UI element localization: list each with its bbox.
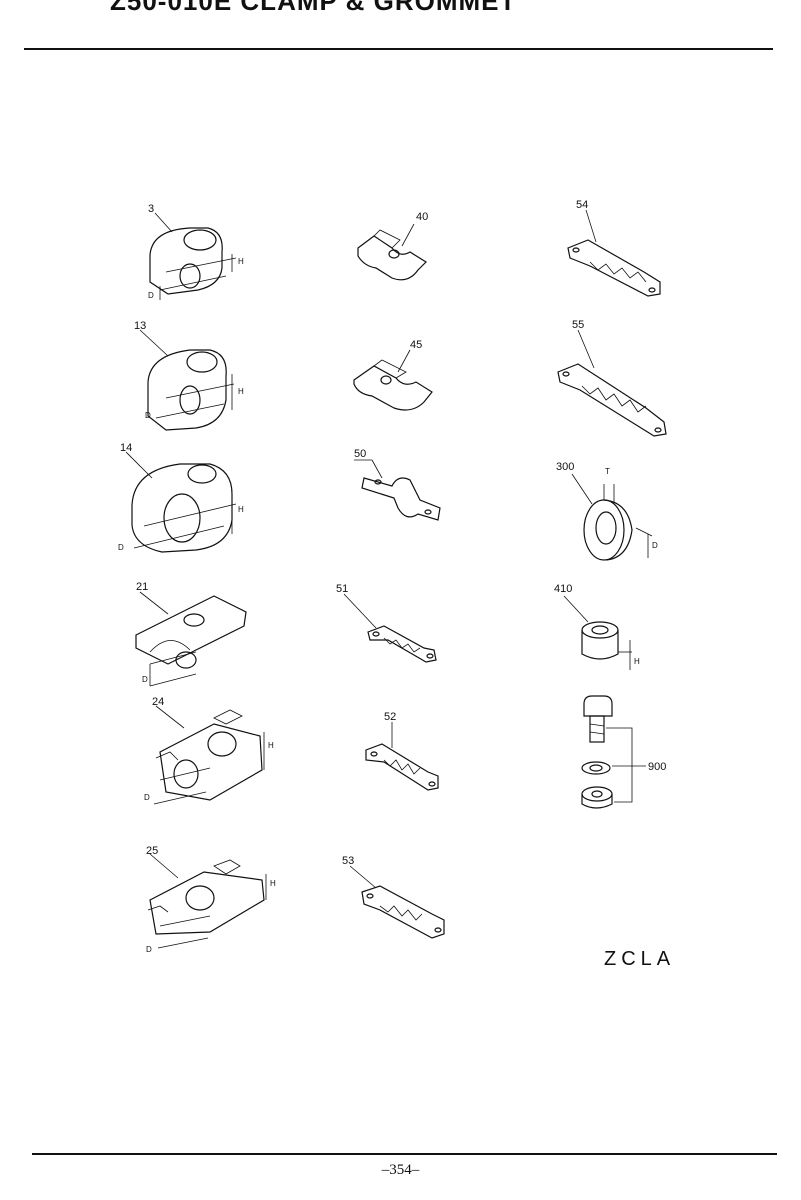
- header-rule: [24, 48, 773, 50]
- dim-h-label: H: [238, 387, 244, 396]
- part-3-clamp: 3 H D: [148, 203, 244, 300]
- part-label-900: 900: [648, 761, 666, 773]
- footer-rule: [32, 1153, 777, 1155]
- part-51-clamp: 51: [336, 583, 437, 663]
- page-title: Z50-010E CLAMP & GROMMET: [110, 0, 517, 16]
- part-label-25: 25: [146, 845, 158, 857]
- part-label-24: 24: [152, 696, 164, 708]
- catalog-code: ZCLA: [604, 948, 676, 970]
- part-label-21: 21: [136, 581, 148, 593]
- part-410-collar: 410 H: [554, 583, 640, 670]
- dim-h-label: H: [238, 257, 244, 266]
- part-label-410: 410: [554, 583, 572, 595]
- part-53-clamp: 53: [342, 855, 445, 939]
- dim-h-label: H: [238, 505, 244, 514]
- part-label-50: 50: [354, 448, 366, 460]
- part-45-clamp: 45: [353, 339, 433, 411]
- part-900-fastener-set: 900: [581, 695, 666, 809]
- dim-d-label: D: [118, 543, 124, 552]
- part-label-45: 45: [410, 339, 422, 351]
- part-label-54: 54: [576, 199, 588, 211]
- part-label-51: 51: [336, 583, 348, 595]
- part-52-clamp: 52: [365, 711, 439, 791]
- dim-d-label: D: [145, 411, 151, 420]
- dim-d-label: D: [652, 541, 658, 550]
- part-label-300: 300: [556, 461, 574, 473]
- page-number: –354–: [381, 1162, 420, 1178]
- dim-h-label: H: [270, 879, 276, 888]
- part-label-13: 13: [134, 320, 146, 332]
- dim-d-label: D: [144, 793, 150, 802]
- dim-h-label: H: [634, 657, 640, 666]
- dim-d-label: D: [146, 945, 152, 954]
- part-25-clamp: 25 H D: [146, 845, 276, 954]
- part-300-grommet: 300 T D: [556, 461, 658, 561]
- part-13-clamp: 13 H D: [134, 320, 244, 431]
- part-label-40: 40: [416, 211, 428, 223]
- part-label-55: 55: [572, 319, 584, 331]
- part-label-52: 52: [384, 711, 396, 723]
- dim-h-label: H: [268, 741, 274, 750]
- part-label-14: 14: [120, 442, 132, 454]
- dim-d-label: D: [148, 291, 154, 300]
- dim-d-label: D: [142, 675, 148, 684]
- part-14-clamp: 14 H D: [118, 442, 244, 553]
- dim-t-label: T: [605, 467, 610, 476]
- part-50-clamp: 50: [354, 448, 441, 521]
- part-21-clamp: 21 D: [135, 581, 247, 687]
- part-24-clamp: 24 H D: [144, 696, 274, 805]
- part-54-clamp: 54: [567, 199, 661, 297]
- part-label-3: 3: [148, 203, 154, 215]
- part-40-clamp: 40: [357, 211, 428, 281]
- part-label-53: 53: [342, 855, 354, 867]
- part-55-clamp: 55: [557, 319, 667, 437]
